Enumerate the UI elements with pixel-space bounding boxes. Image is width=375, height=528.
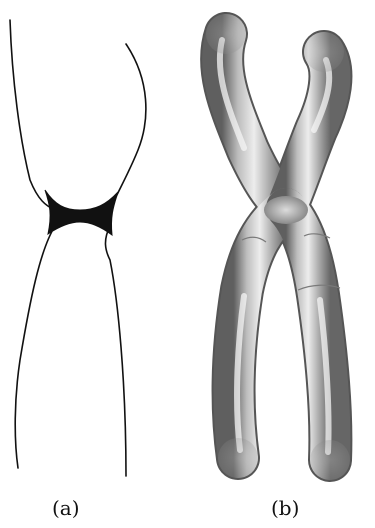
cap-bottom-right: [310, 440, 350, 480]
left-upper-curve: [10, 20, 55, 210]
left-lower-curve: [15, 226, 55, 468]
centromere-knot-a: [45, 190, 118, 235]
cap-top-left: [206, 14, 246, 54]
panel-a-outline: [10, 20, 146, 476]
cap-bottom-left: [218, 438, 258, 478]
caption-b: (b): [271, 496, 299, 520]
caption-a: (a): [52, 496, 80, 520]
cap-top-right: [304, 32, 344, 72]
right-upper-curve: [110, 44, 146, 210]
right-lower-curve: [105, 226, 126, 476]
centromere-knot-b: [264, 196, 308, 224]
panel-b-chromosome: [220, 34, 331, 460]
